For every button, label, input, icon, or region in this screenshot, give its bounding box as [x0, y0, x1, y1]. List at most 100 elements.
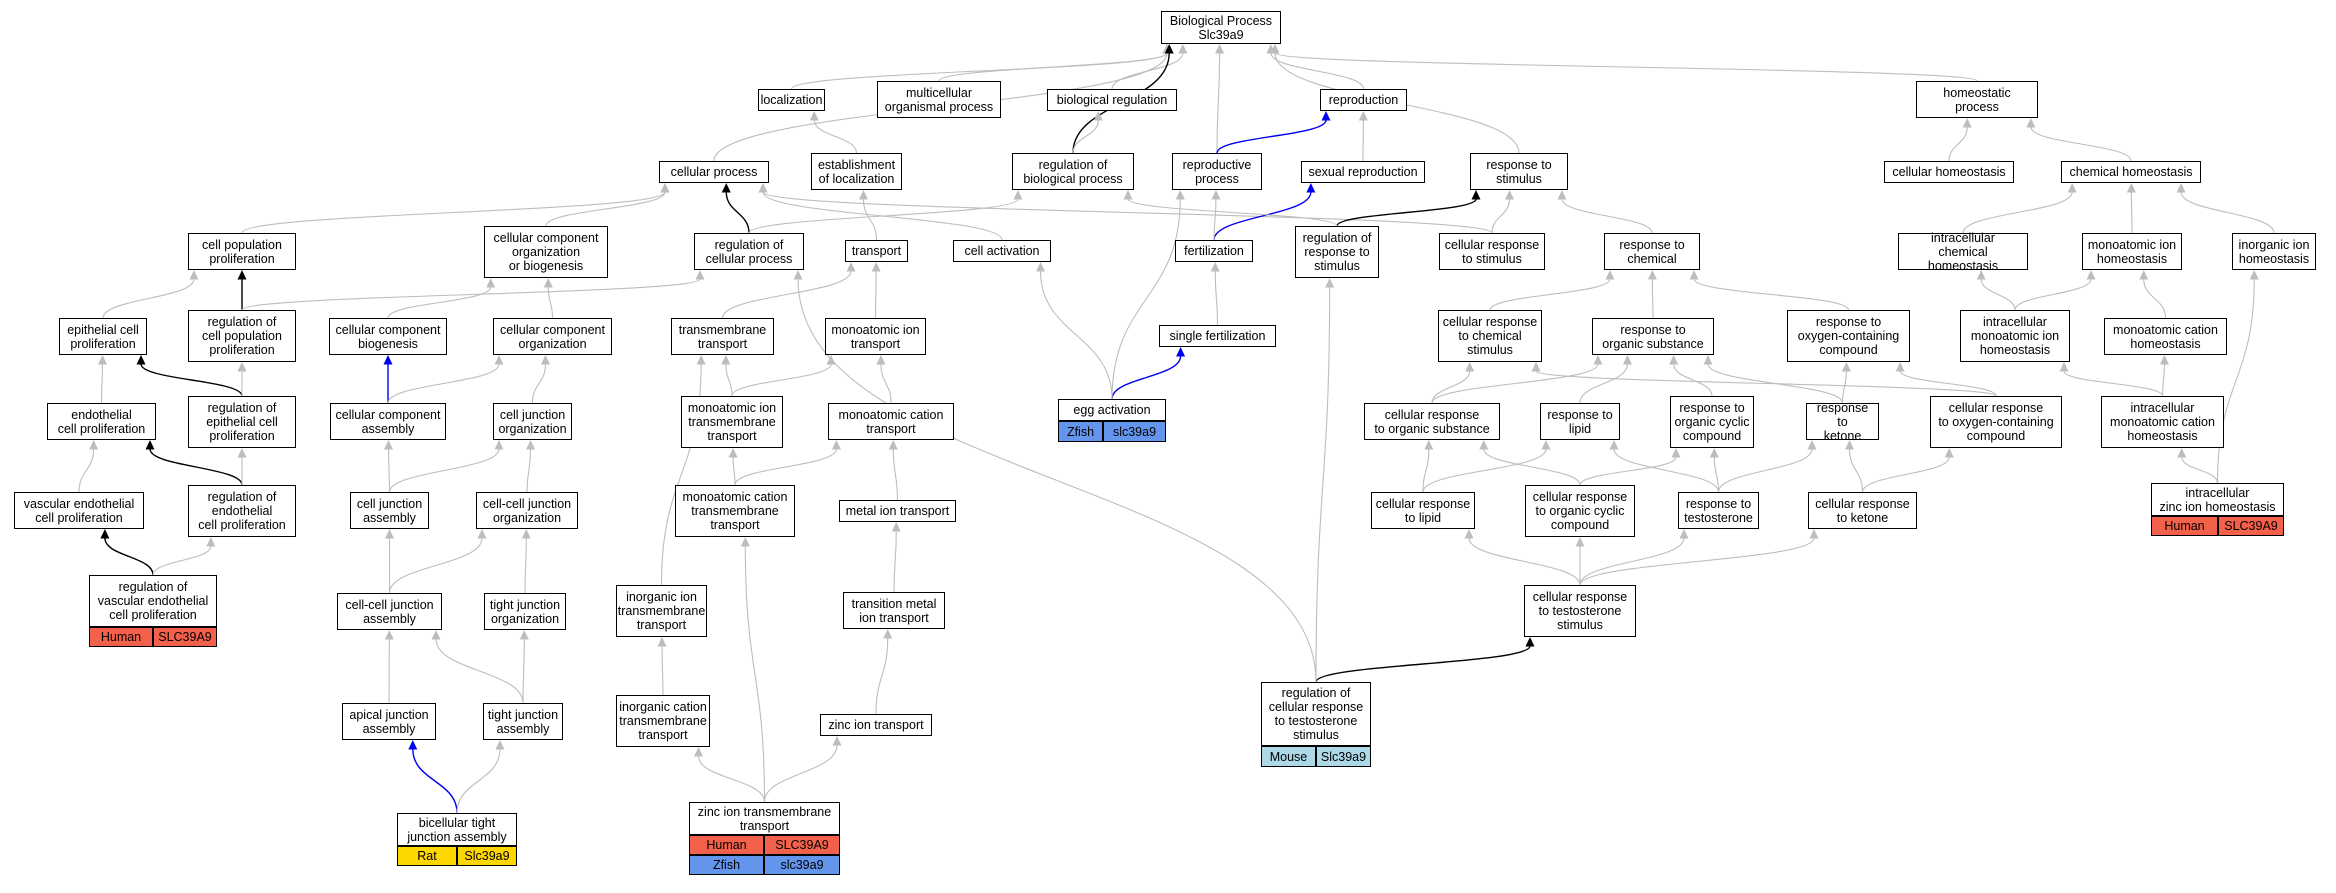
- node-homeostatic-process[interactable]: homeostatic process: [1916, 81, 2038, 118]
- node-cellular-component-organization-or-biogenesis[interactable]: cellular component organization or bioge…: [484, 226, 608, 278]
- node-intracellular-monoatomic-cation-homeostasis[interactable]: intracellular monoatomic cation homeosta…: [2101, 396, 2224, 448]
- node-cellular-response-to-organic-substance[interactable]: cellular response to organic substance: [1364, 403, 1500, 440]
- edge-arrowhead: [384, 630, 394, 640]
- node-reproductive-process[interactable]: reproductive process: [1172, 153, 1262, 190]
- node-regulation-of-cellular-response-to-testosterone-stimulus[interactable]: regulation of cellular response to testo…: [1261, 682, 1371, 746]
- annotation-gene: SLC39A9: [764, 835, 840, 855]
- edge-arrowhead: [1093, 111, 1103, 121]
- edge-celljassem-to-celljorg: [388, 448, 500, 493]
- edge-arrowhead: [541, 355, 550, 365]
- node-monoatomic-cation-transport[interactable]: monoatomic cation transport: [828, 403, 954, 440]
- node-sexual-reproduction[interactable]: sexual reproduction: [1301, 161, 1425, 183]
- node-bicellular-tight-junction-assembly[interactable]: bicellular tight junction assembly: [397, 813, 517, 846]
- node-cellular-response-to-testosterone-stimulus[interactable]: cellular response to testosterone stimul…: [1524, 585, 1636, 637]
- node-cell-activation[interactable]: cell activation: [953, 240, 1051, 262]
- node-cell-junction-assembly[interactable]: cell junction assembly: [350, 492, 429, 529]
- node-biological-process[interactable]: Biological Process Slc39a9: [1161, 11, 1281, 44]
- node-regulation-of-response-to-stimulus[interactable]: regulation of response to stimulus: [1295, 226, 1379, 278]
- node-monoatomic-cation-homeostasis[interactable]: monoatomic cation homeostasis: [2104, 318, 2227, 355]
- edge-arrowhead: [2086, 270, 2096, 280]
- node-vascular-endothelial-cell-proliferation[interactable]: vascular endothelial cell proliferation: [14, 492, 144, 529]
- node-response-to-lipid[interactable]: response to lipid: [1540, 403, 1620, 440]
- node-epithelial-cell-proliferation[interactable]: epithelial cell proliferation: [59, 318, 147, 355]
- edge-cellhomeo-to-homeostatic: [1948, 126, 1968, 162]
- node-tight-junction-assembly[interactable]: tight junction assembly: [483, 703, 563, 740]
- edge-arrowhead: [237, 362, 247, 372]
- node-cell-population-proliferation[interactable]: cell population proliferation: [188, 233, 296, 270]
- node-intracellular-zinc-ion-homeostasis[interactable]: intracellular zinc ion homeostasis: [2151, 483, 2284, 516]
- node-cellular-response-to-stimulus[interactable]: cellular response to stimulus: [1439, 233, 1545, 270]
- node-response-to-testosterone[interactable]: response to testosterone: [1678, 492, 1759, 529]
- node-monoatomic-ion-transport[interactable]: monoatomic ion transport: [825, 318, 926, 355]
- node-endothelial-cell-proliferation[interactable]: endothelial cell proliferation: [47, 403, 156, 440]
- node-reproduction[interactable]: reproduction: [1320, 89, 1407, 111]
- node-regulation-of-endothelial-cell-proliferation[interactable]: regulation of endothelial cell prolifera…: [188, 485, 296, 537]
- node-regulation-of-cell-population-proliferation[interactable]: regulation of cell population proliferat…: [188, 310, 296, 362]
- node-zinc-ion-transport[interactable]: zinc ion transport: [820, 714, 932, 736]
- edge-resptesto-to-respketone: [1717, 448, 1813, 493]
- node-transport[interactable]: transport: [845, 240, 908, 262]
- node-cellular-homeostasis[interactable]: cellular homeostasis: [1884, 161, 2014, 183]
- node-inorganic-cation-transmembrane-transport[interactable]: inorganic cation transmembrane transport: [616, 695, 710, 747]
- node-monoatomic-cation-transmembrane-transport[interactable]: monoatomic cation transmembrane transpor…: [675, 485, 795, 537]
- node-monoatomic-ion-homeostasis[interactable]: monoatomic ion homeostasis: [2082, 233, 2182, 270]
- node-inorganic-ion-transmembrane-transport[interactable]: inorganic ion transmembrane transport: [616, 585, 707, 637]
- node-response-to-stimulus[interactable]: response to stimulus: [1470, 153, 1568, 190]
- edge-regendo-to-endoprol: [149, 448, 243, 486]
- node-metal-ion-transport[interactable]: metal ion transport: [839, 500, 956, 522]
- node-regulation-of-cellular-process[interactable]: regulation of cellular process: [694, 233, 804, 270]
- node-cellular-component-organization[interactable]: cellular component organization: [493, 318, 612, 355]
- node-cellular-response-to-oxygen-containing-compound[interactable]: cellular response to oxygen-containing c…: [1930, 396, 2062, 448]
- node-cell-junction-organization[interactable]: cell junction organization: [493, 403, 572, 440]
- edge-regvasc-to-vascprol: [104, 537, 154, 576]
- node-intracellular-chemical-homeostasis[interactable]: intracellular chemical homeostasis: [1898, 231, 2028, 273]
- edge-arrowhead: [1962, 118, 1972, 128]
- edge-arrowhead: [519, 630, 529, 640]
- node-regulation-of-vascular-endothelial-cell-proliferation[interactable]: regulation of vascular endothelial cell …: [89, 575, 217, 627]
- node-zinc-ion-transmembrane-transport[interactable]: zinc ion transmembrane transport: [689, 802, 840, 835]
- node-transmembrane-transport[interactable]: transmembrane transport: [671, 318, 774, 355]
- node-cellular-response-to-lipid[interactable]: cellular response to lipid: [1371, 492, 1475, 529]
- node-chemical-homeostasis[interactable]: chemical homeostasis: [2061, 161, 2201, 183]
- edge-intramonocat-to-intramono: [2063, 370, 2164, 397]
- node-response-to-ketone[interactable]: response to ketone: [1806, 401, 1879, 443]
- node-establishment-of-localization[interactable]: establishment of localization: [811, 153, 902, 190]
- annotation-gene: Slc39a9: [1316, 746, 1371, 767]
- annotation-species: Human: [89, 627, 153, 647]
- node-apical-junction-assembly[interactable]: apical junction assembly: [342, 703, 436, 740]
- edge-arrowhead: [876, 355, 886, 365]
- node-fertilization[interactable]: fertilization: [1175, 240, 1253, 262]
- node-egg-activation[interactable]: egg activation: [1058, 399, 1166, 421]
- node-biological-regulation[interactable]: biological regulation: [1047, 89, 1177, 111]
- node-regulation-of-epithelial-cell-proliferation[interactable]: regulation of epithelial cell proliferat…: [188, 396, 296, 448]
- node-response-to-chemical[interactable]: response to chemical: [1604, 233, 1700, 270]
- node-response-to-oxygen-containing-compound[interactable]: response to oxygen-containing compound: [1787, 310, 1910, 362]
- node-cellular-component-assembly[interactable]: cellular component assembly: [330, 403, 446, 440]
- node-transition-metal-ion-transport[interactable]: transition metal ion transport: [843, 592, 945, 629]
- edge-singlefert-to-fert: [1214, 270, 1219, 326]
- edge-arrowhead: [1703, 355, 1713, 365]
- node-monoatomic-ion-transmembrane-transport[interactable]: monoatomic ion transmembrane transport: [681, 396, 783, 448]
- node-inorganic-ion-homeostasis[interactable]: inorganic ion homeostasis: [2232, 233, 2316, 270]
- node-response-to-organic-substance[interactable]: response to organic substance: [1592, 318, 1714, 355]
- edge-arrowhead: [1036, 262, 1045, 272]
- node-cellular-response-to-organic-cyclic-compound[interactable]: cellular response to organic cyclic comp…: [1525, 485, 1635, 537]
- node-cellular-component-biogenesis[interactable]: cellular component biogenesis: [329, 318, 447, 355]
- edge-arrowhead: [728, 448, 738, 458]
- node-cellular-response-to-chemical-stimulus[interactable]: cellular response to chemical stimulus: [1438, 310, 1542, 362]
- node-single-fertilization[interactable]: single fertilization: [1159, 325, 1276, 347]
- node-localization[interactable]: localization: [758, 89, 825, 111]
- node-regulation-of-biological-process[interactable]: regulation of biological process: [1012, 153, 1134, 190]
- node-response-to-organic-cyclic-compound[interactable]: response to organic cyclic compound: [1670, 396, 1754, 448]
- node-cell-cell-junction-organization[interactable]: cell-cell junction organization: [476, 492, 578, 529]
- node-cellular-process[interactable]: cellular process: [659, 161, 769, 183]
- edge-arrowhead: [2059, 362, 2069, 372]
- node-cell-cell-junction-assembly[interactable]: cell-cell junction assembly: [337, 593, 442, 630]
- node-cellular-response-to-ketone[interactable]: cellular response to ketone: [1808, 492, 1917, 529]
- node-multicellular-organismal-process[interactable]: multicellular organismal process: [877, 81, 1001, 118]
- edge-regcell-to-regbio: [748, 198, 1019, 234]
- node-tight-junction-organization[interactable]: tight junction organization: [484, 593, 566, 630]
- edge-resplipid-to-resporg: [1579, 363, 1628, 404]
- node-intracellular-monoatomic-ion-homeostasis[interactable]: intracellular monoatomic ion homeostasis: [1960, 310, 2070, 362]
